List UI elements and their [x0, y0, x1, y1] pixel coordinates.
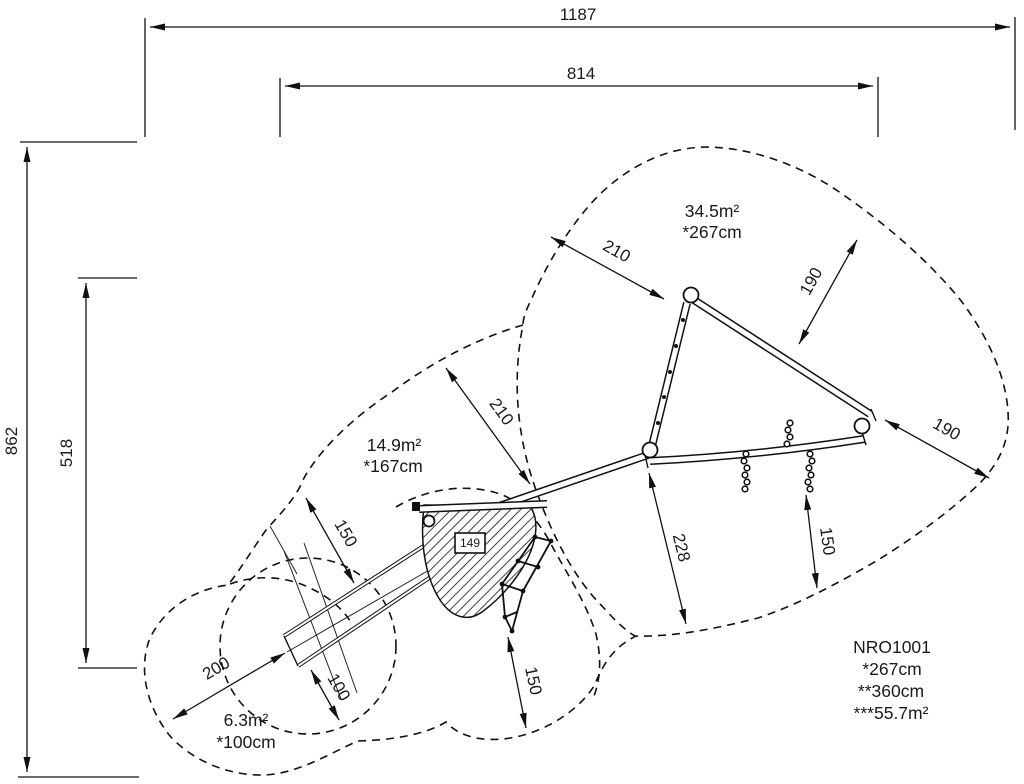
- post-junction: [641, 441, 659, 459]
- info-total-area: ***55.7m²: [854, 703, 929, 723]
- zone-inner-arc-bottom: [229, 576, 353, 625]
- zone-inner-arc-left: [516, 329, 636, 637]
- climbing-net: [499, 534, 554, 634]
- dimension-150-right-label: 150: [816, 526, 839, 557]
- dimension-200-label: 200: [199, 653, 233, 684]
- dimension-862-label: 862: [2, 427, 21, 455]
- dimension-228-label: 228: [669, 532, 694, 564]
- zone-medium-area-label: 14.9m²: [367, 435, 422, 455]
- info-install-height: **360cm: [858, 681, 924, 701]
- beams: [465, 296, 877, 521]
- post-top: [682, 286, 700, 304]
- dimension-150-right: 150: [804, 494, 839, 589]
- zone-medium-height-label: *167cm: [363, 456, 422, 476]
- safety-zone-outlines: [143, 146, 1010, 776]
- zone-small-area-label: 6.3m²: [224, 710, 269, 730]
- platform-bar-end: [412, 502, 420, 511]
- slide-end-cap: [283, 635, 299, 667]
- zone-labels: 34.5m² *267cm 14.9m² *167cm 6.3m² *100cm: [216, 201, 741, 752]
- dimension-210-mid-label: 210: [485, 395, 517, 429]
- zone-small-height-label: *100cm: [216, 732, 275, 752]
- dimension-814: 814: [279, 64, 879, 137]
- dimension-150-bottom: 150: [507, 636, 546, 729]
- dimension-150-bottom-label: 150: [521, 665, 545, 697]
- platform: 149: [412, 500, 548, 619]
- dimension-210-mid: 210: [445, 367, 531, 485]
- rope-chain-2: [783, 419, 794, 448]
- platform-post: [422, 514, 436, 528]
- dimension-100: 100: [310, 669, 354, 721]
- dimension-210-top-label: 210: [600, 236, 634, 266]
- dimension-1187-label: 1187: [560, 5, 597, 24]
- play-structure: 149: [282, 286, 877, 668]
- post-right: [853, 417, 871, 435]
- dimension-518: 518: [57, 277, 137, 669]
- safety-zone-outer-cloud: [143, 146, 1010, 776]
- dimension-814-label: 814: [567, 64, 595, 83]
- platform-height-box: [454, 532, 486, 554]
- zone-large-area-label: 34.5m²: [685, 201, 740, 221]
- platform-deck-hatched: [421, 504, 537, 619]
- dimension-190-top: 190: [796, 239, 858, 345]
- extension-lines: [269, 525, 451, 700]
- info-fall-height: *267cm: [862, 659, 921, 679]
- dimension-190-right: 190: [884, 414, 990, 479]
- dimension-210-top: 210: [550, 236, 665, 300]
- product-code: NRO1001: [853, 637, 931, 657]
- dimension-1187: 1187: [144, 5, 1016, 137]
- info-block: NRO1001 *267cm **360cm ***55.7m²: [853, 637, 931, 723]
- platform-height-label: 149: [460, 536, 480, 550]
- dimension-190-top-label: 190: [796, 264, 826, 298]
- zone-large-height-label: *267cm: [682, 222, 741, 242]
- slide-exit-zone-circle: [219, 557, 397, 735]
- dimension-518-label: 518: [57, 439, 76, 467]
- dimension-150-left-label: 150: [330, 516, 361, 550]
- ladder-rungs: [656, 318, 685, 425]
- rope-chain-3: [804, 450, 816, 493]
- hanging-ropes: [740, 419, 816, 493]
- zone-inner-arc-platform: [395, 487, 601, 697]
- dimension-190-right-label: 190: [930, 414, 964, 444]
- dimension-862: 862: [2, 141, 139, 778]
- dimension-228: 228: [648, 472, 694, 625]
- dimension-150-left: 150: [305, 497, 361, 584]
- rope-chain-1: [740, 450, 751, 493]
